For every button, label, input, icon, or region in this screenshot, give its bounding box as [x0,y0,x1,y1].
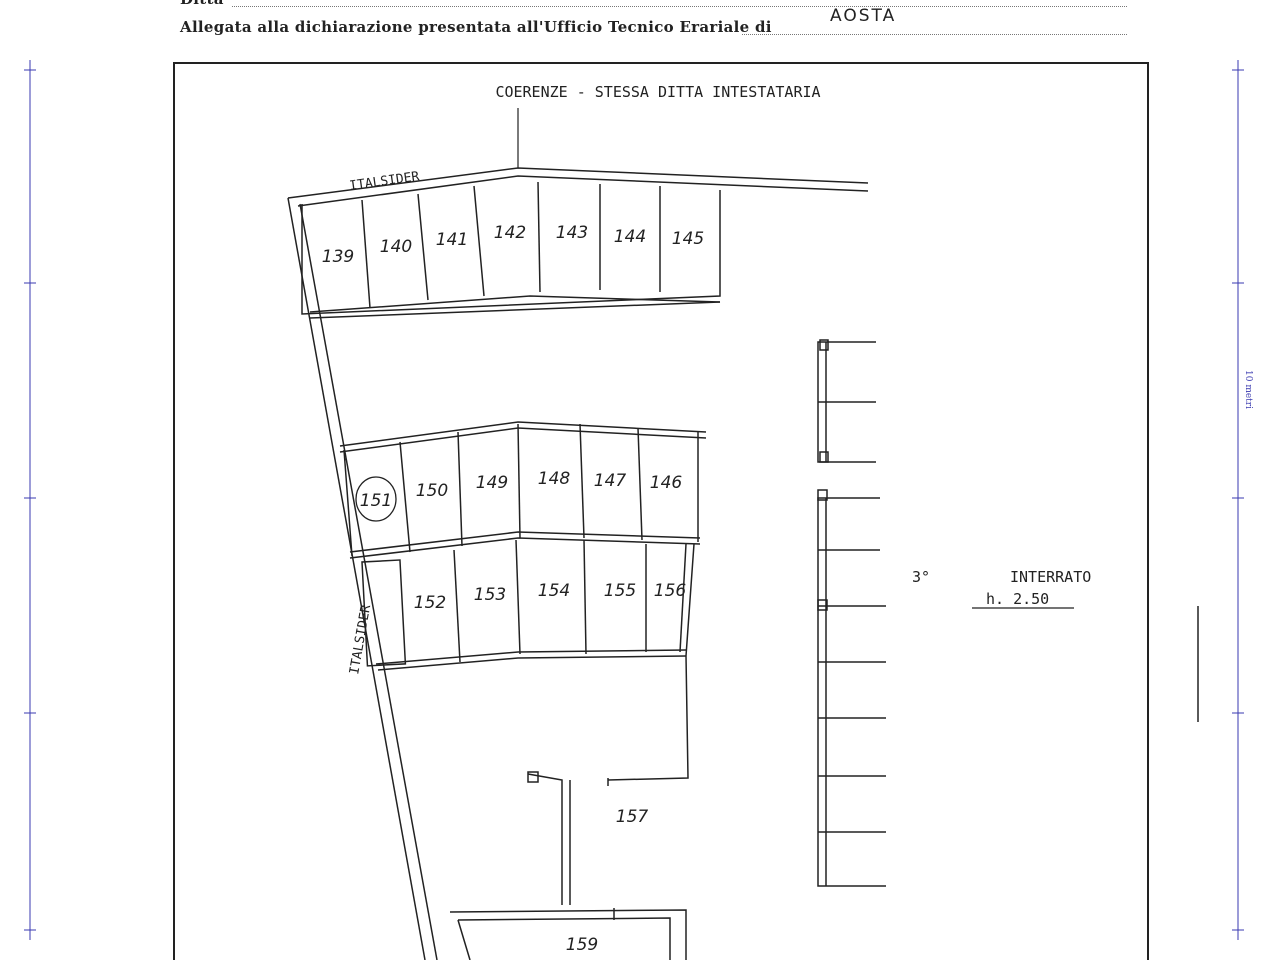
unit-144: 144 [614,227,646,247]
label-italsider-left: ITALSIDER [347,604,374,676]
row3-stalls [361,539,695,781]
unit-150: 150 [416,481,448,501]
scale-label: 10 metri [1243,370,1253,409]
unit-156: 156 [654,581,687,601]
row3-labels: 152 153 154 155 156 [414,581,687,613]
row2-stalls [339,421,707,559]
header-declaration-text: Allegata alla dichiarazione presentata a… [180,18,772,36]
unit-146: 146 [650,473,683,493]
plan-title: COERENZE - STESSA DITTA INTESTATARIA [495,83,820,101]
level-name: INTERRATO [1010,568,1091,586]
header-ditta-label: Ditta [180,0,224,8]
level-number: 3° [912,568,930,586]
header-ditta-fill-line [232,6,1127,7]
unit-155: 155 [604,581,636,601]
scale-bar [24,60,1244,940]
unit-140: 140 [380,237,412,257]
unit-157: 157 [616,807,649,827]
ceiling-height: h. 2.50 [986,590,1049,608]
unit-159: 159 [566,935,598,955]
unit-153: 153 [474,585,506,605]
unit-141: 141 [436,230,468,250]
header-office-city: AOSTA [830,6,897,26]
unit-143: 143 [556,223,588,243]
header-city-fill-line [742,34,1127,35]
room-157 [527,771,609,905]
unit-151: 151 [360,491,392,511]
unit-147: 147 [594,471,627,491]
right-stall-column [817,339,1199,887]
unit-151-circle [355,476,397,522]
unit-154: 154 [538,581,570,601]
unit-148: 148 [538,469,571,489]
unit-142: 142 [494,223,526,243]
row2-labels: 151 150 149 148 147 146 [360,469,683,511]
unit-149: 149 [476,473,508,493]
unit-145: 145 [672,229,704,249]
unit-152: 152 [414,593,446,613]
row1-labels: 139 140 141 142 143 144 145 [322,223,704,267]
wall-italsider-left [287,197,438,960]
wall-italsider-top [287,167,869,207]
plan-frame [173,62,1149,960]
row1-stalls [301,181,721,319]
unit-139: 139 [322,247,354,267]
room-159 [449,908,687,960]
